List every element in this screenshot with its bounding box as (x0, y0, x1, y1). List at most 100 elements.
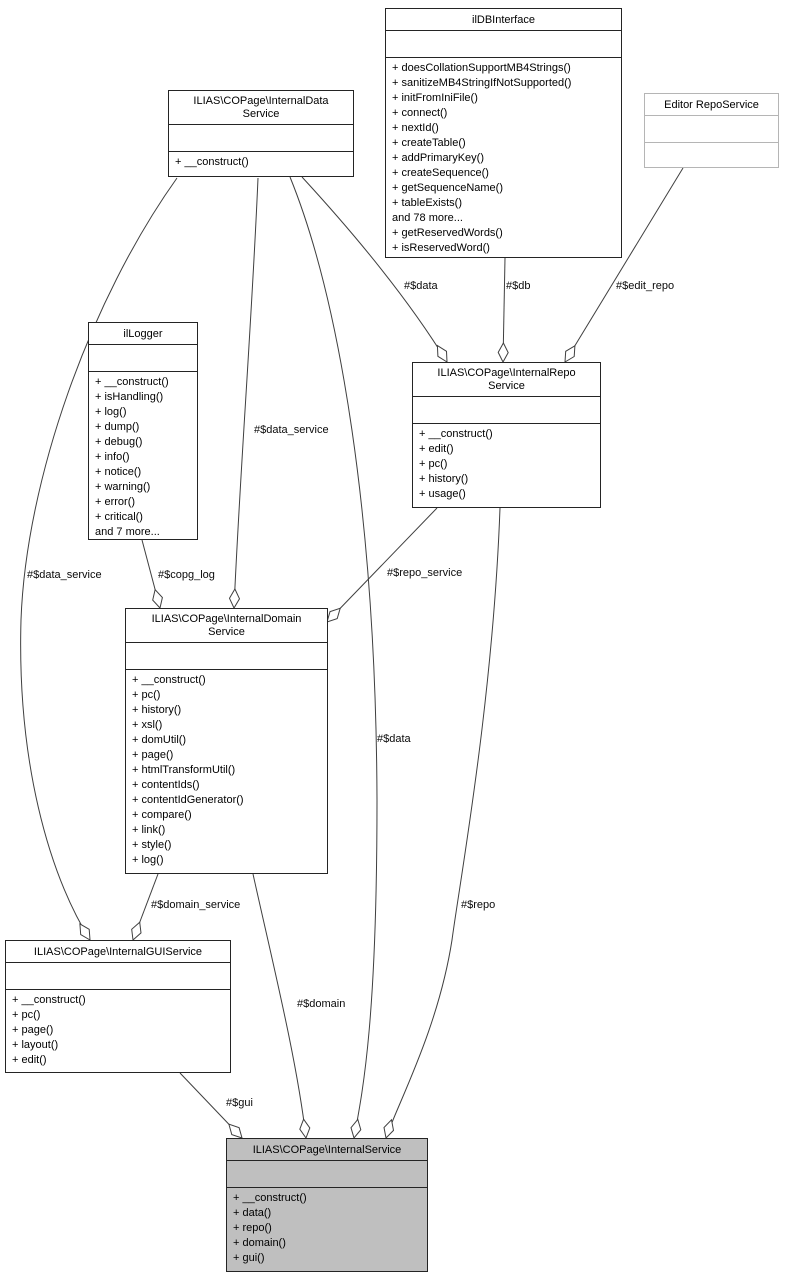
method-item: + __construct() (419, 428, 493, 440)
method-item: + style() (132, 839, 172, 851)
method-item: + history() (132, 704, 182, 716)
edge-data-to-repo-aggregation-diamond-icon (436, 344, 448, 363)
method-item: + pc() (132, 689, 161, 701)
class-box-editor-repo-service: Editor RepoService (644, 93, 779, 168)
class-box-internal-service-current: ILIAS\COPage\InternalService + __constru… (226, 1138, 428, 1272)
method-item: + pc() (419, 458, 448, 470)
method-item: + history() (419, 473, 469, 485)
class-attributes-empty (6, 963, 230, 990)
method-item: + isHandling() (95, 391, 164, 403)
method-item: + info() (95, 451, 130, 463)
method-item: + __construct() (175, 156, 249, 168)
method-item: + initFromIniFile() (392, 92, 478, 104)
method-item: + doesCollationSupportMB4Strings() (392, 62, 571, 74)
edge-label-domain: #$domain (297, 998, 346, 1010)
method-item: + nextId() (392, 122, 439, 134)
method-item: and 7 more... (95, 526, 160, 538)
method-item: + page() (12, 1024, 54, 1036)
method-item: + domain() (233, 1237, 286, 1249)
method-item: + __construct() (95, 376, 169, 388)
edge-data-to-gui (20, 177, 178, 941)
edge-editor-to-repo (564, 167, 684, 363)
class-method-list: + __construct() (169, 152, 353, 176)
edge-data-to-internal-aggregation-diamond-icon (350, 1118, 362, 1140)
edge-label-data-service-2: #$data_service (27, 569, 102, 581)
method-item: + edit() (419, 443, 454, 455)
edge-label-repo: #$repo (461, 899, 496, 911)
method-item: + notice() (95, 466, 142, 478)
method-item: + layout() (12, 1039, 59, 1051)
method-item: + getSequenceName() (392, 182, 503, 194)
method-item: + isReservedWord() (392, 242, 490, 254)
class-attributes-empty (413, 397, 600, 424)
method-item: + critical() (95, 511, 143, 523)
method-item: + tableExists() (392, 197, 462, 209)
method-item: + addPrimaryKey() (392, 152, 485, 164)
class-title: ILIAS\COPage\InternalDomainService (126, 609, 327, 643)
method-item: + debug() (95, 436, 143, 448)
edge-editor-to-repo-aggregation-diamond-icon (564, 344, 576, 363)
class-title: ilLogger (89, 323, 197, 345)
method-item: + error() (95, 496, 136, 508)
class-box-ildbinterface[interactable]: ilDBInterface + doesCollationSupportMB4S… (385, 8, 622, 258)
edge-data-to-domain-aggregation-diamond-icon (228, 587, 241, 610)
class-title: ilDBInterface (386, 9, 621, 31)
edge-repo-to-internal-aggregation-diamond-icon (383, 1118, 395, 1140)
method-item: + usage() (419, 488, 466, 500)
edge-label-repo-service: #$repo_service (387, 567, 463, 579)
edge-label-db: #$db (506, 280, 531, 292)
method-item: + log() (95, 406, 127, 418)
edge-data-to-gui-aggregation-diamond-icon (79, 922, 91, 941)
class-box-internal-data-service[interactable]: ILIAS\COPage\InternalDataService + __con… (168, 90, 354, 177)
class-box-illogger[interactable]: ilLogger + __construct()+ isHandling()+ … (88, 322, 198, 540)
method-item: + link() (132, 824, 166, 836)
class-method-list: + __construct() + edit() + pc() + history()… (413, 424, 600, 507)
method-item: + createTable() (392, 137, 466, 149)
edge-label-edit-repo: #$edit_repo (616, 280, 675, 292)
class-title: ILIAS\COPage\InternalDataService (169, 91, 353, 125)
class-box-internal-gui-service[interactable]: ILIAS\COPage\InternalGUIService + __cons… (5, 940, 231, 1073)
edge-repo-to-internal (385, 507, 501, 1139)
class-title: Editor RepoService (645, 94, 778, 116)
edge-data-to-domain (233, 177, 259, 609)
method-item: + dump() (95, 421, 140, 433)
edge-db-to-repo-aggregation-diamond-icon (497, 341, 509, 364)
method-item: + getReservedWords() (392, 227, 503, 239)
class-method-list: + __construct() + isHandling() + log() + du… (89, 372, 197, 542)
method-item: + __construct() (12, 994, 86, 1006)
class-title: ILIAS\COPage\InternalRepoService (413, 363, 600, 397)
class-method-list: + __construct()+ pc()+ page()+ layout()+… (6, 990, 230, 1072)
class-name: ILIAS\COPage\InternalGUIService (33, 945, 203, 958)
class-title: ILIAS\COPage\InternalGUIService (6, 941, 230, 963)
method-item: + page() (132, 749, 174, 761)
class-method-list: + __construct()+ pc()+ history()+ xsl()+… (126, 670, 327, 873)
edge-label-data-service: #$data_service (254, 424, 329, 436)
method-item: + domUtil() (132, 734, 187, 746)
edge-domain-to-internal (252, 873, 307, 1139)
edge-label-gui: #$gui (226, 1097, 253, 1109)
method-item: + sanitizeMB4StringIfNotSupported() (392, 77, 572, 89)
edge-data-to-repo (301, 176, 448, 363)
edge-label-copg-log: #$copg_log (158, 569, 215, 581)
method-item: + contentIds() (132, 779, 200, 791)
method-item: + repo() (233, 1222, 272, 1234)
method-item: + gui() (233, 1252, 265, 1264)
class-box-internal-domain-service[interactable]: ILIAS\COPage\InternalDomainService + __c… (125, 608, 328, 874)
class-name: ILIAS\COPage\InternalDataService (193, 95, 329, 120)
class-name: Editor RepoService (664, 98, 759, 111)
class-attributes-empty (169, 125, 353, 152)
class-method-list: + __construct()+ data()+ repo()+ domain(… (227, 1188, 427, 1271)
class-box-internal-repo-service[interactable]: ILIAS\COPage\InternalRepoService + __con… (412, 362, 601, 508)
method-item: + log() (132, 854, 164, 866)
edge-label-domain-service: #$domain_service (151, 899, 241, 911)
edge-data-to-internal (289, 176, 378, 1139)
class-name: ILIAS\COPage\InternalRepoService (437, 367, 576, 392)
method-item: + __construct() (233, 1192, 307, 1204)
class-attributes-empty (126, 643, 327, 670)
method-item: + edit() (12, 1054, 47, 1066)
method-item: + contentIdGenerator() (132, 794, 244, 806)
method-item: + createSequence() (392, 167, 489, 179)
class-method-list-empty (645, 143, 778, 167)
